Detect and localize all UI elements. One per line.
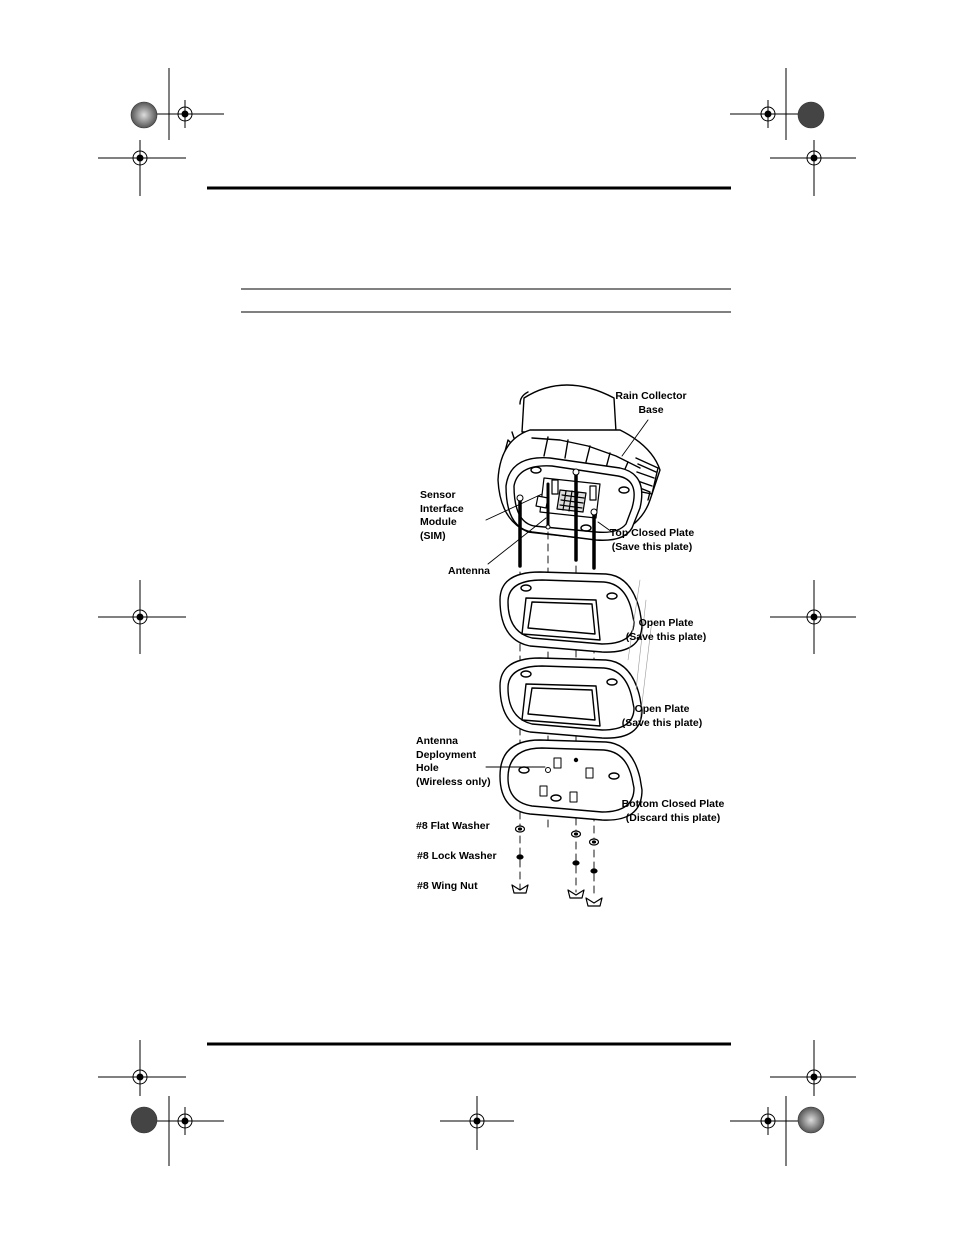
open-plate-2 [499,657,643,739]
registration-marks [98,68,856,1166]
lock-washers [516,854,598,874]
sensor-interface-module [535,477,601,519]
crosshair-mark-middle-right [770,580,856,654]
label-open-plate-1: Open Plate (Save this plate) [625,617,707,643]
assembly-illustration [485,384,661,907]
rosette-top-right [797,101,825,129]
crosshair-mark-top-right-b [770,140,856,196]
label-antenna: Antenna [448,565,490,577]
label-lock-washer: #8 Lock Washer [417,850,497,862]
rosette-bottom-left [130,1106,158,1134]
label-bottom-closed-plate: Bottom Closed Plate (Discard this plate) [621,798,725,824]
crosshair-mark-middle-left [98,580,186,654]
label-flat-washer: #8 Flat Washer [416,820,490,832]
flat-washers [514,825,600,846]
label-antenna-deployment-hole: Antenna Deployment Hole (Wireless only) [416,735,491,788]
leader-lines [485,419,649,768]
label-rain-collector-base: Rain Collector Base [615,390,687,416]
label-sensor-interface-module: Sensor Interface Module (SIM) [420,489,464,542]
antenna-tip [545,524,551,530]
mounting-bolts [516,468,598,570]
label-top-closed-plate: Top Closed Plate (Save this plate) [609,527,695,553]
rosette-bottom-right [797,1106,825,1134]
crosshair-mark-top-left-a [148,68,224,140]
label-open-plate-2: Open Plate (Save this plate) [621,703,703,729]
crosshair-mark-top-right-a [730,68,806,140]
open-plate-1 [499,571,643,653]
faint-construction-lines [627,579,653,721]
crosshair-mark-bottom-left-a [98,1040,186,1096]
label-wing-nut: #8 Wing Nut [417,880,478,892]
crosshair-mark-bottom-right-a [770,1040,856,1096]
crosshair-mark-top-left-b [98,140,186,196]
crosshair-mark-bottom-right-b [730,1096,806,1166]
crosshair-mark-bottom-center [440,1096,514,1150]
rosette-top-left [130,101,158,129]
wing-nuts [511,884,603,907]
crosshair-mark-bottom-left-b [148,1096,224,1166]
rosette-marks [130,101,825,1134]
